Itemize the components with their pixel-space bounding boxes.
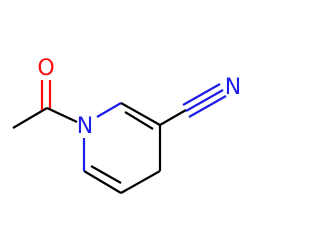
oxygen-atom-label: O [37,56,54,81]
nitrile-triple-bond-3 [188,95,227,118]
nitrile-triple-bond-1 [182,83,221,106]
carbonyl-nitrogen-bond [46,107,78,123]
ring-bond-c2-c3-inner [124,111,154,130]
ring-bond-c5-c6 [83,170,122,194]
ring-bond-c4-c5 [120,170,161,194]
molecule-structure-diagram: O N N [12,56,241,194]
ring-bond-c2-c3 [120,102,161,126]
ring-nitrogen-atom-label: N [77,114,93,139]
ring-nitrile-bond [159,109,187,126]
nitrile-triple-bond-2 [185,89,224,112]
nitrile-nitrogen-atom-label: N [225,75,241,100]
ring-bond-c5-c6-inner [90,165,122,184]
ring-bond-n1-c2 [96,102,122,118]
methyl-carbonyl-bond [12,107,48,129]
